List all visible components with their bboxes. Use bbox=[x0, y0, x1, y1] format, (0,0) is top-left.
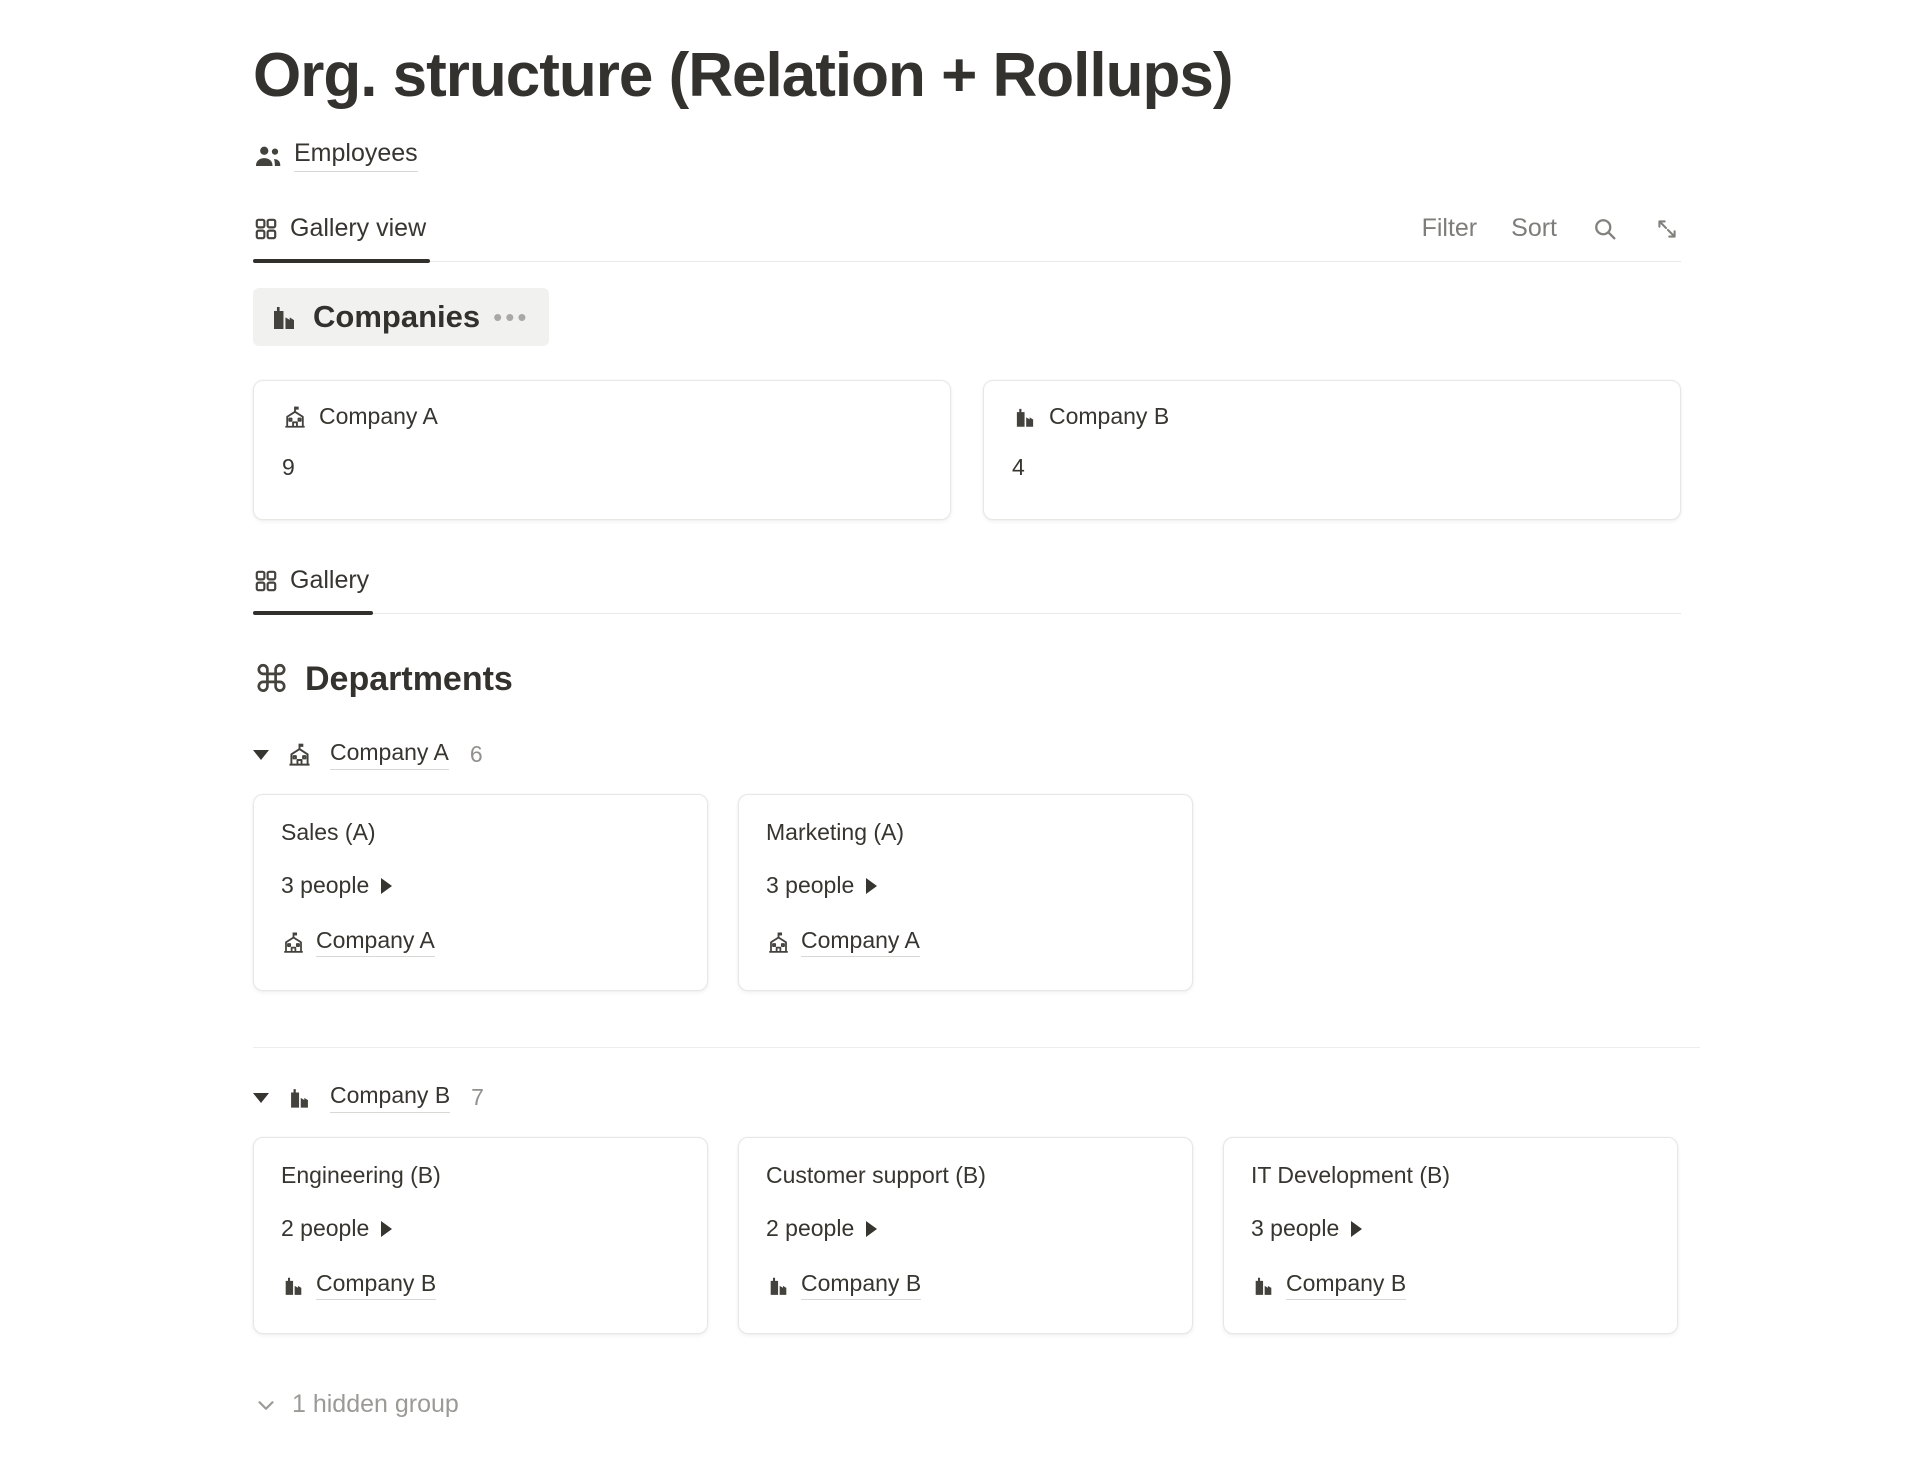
department-card-row-b: Engineering (B) 2 people Company B Custo… bbox=[253, 1137, 1681, 1335]
collapse-toggle-icon[interactable] bbox=[253, 749, 269, 760]
company-relation-link[interactable]: Company B bbox=[316, 1270, 437, 1301]
company-relation-link[interactable]: Company B bbox=[1286, 1270, 1407, 1301]
filter-button[interactable]: Filter bbox=[1421, 214, 1478, 243]
department-title: Sales (A) bbox=[281, 819, 376, 846]
active-tab-indicator bbox=[253, 259, 431, 264]
department-title: IT Development (B) bbox=[1251, 1162, 1450, 1189]
gallery-grid-icon bbox=[253, 216, 279, 242]
companies-section-title: Companies bbox=[313, 299, 481, 335]
group-count: 7 bbox=[471, 1084, 484, 1111]
buildings-icon bbox=[1012, 404, 1038, 430]
expand-people-icon[interactable] bbox=[866, 877, 878, 894]
source-database-row: Employees bbox=[253, 139, 1681, 173]
tab-gallery-view[interactable]: Gallery view bbox=[253, 208, 431, 264]
tab-gallery[interactable]: Gallery bbox=[253, 560, 374, 616]
department-title: Customer support (B) bbox=[766, 1162, 986, 1189]
group-header-company-b: Company B 7 bbox=[253, 1082, 1681, 1114]
school-building-icon bbox=[286, 741, 313, 768]
company-card-a[interactable]: Company A 9 bbox=[253, 380, 951, 521]
tab-gallery-view-label: Gallery view bbox=[290, 214, 427, 243]
expand-people-icon[interactable] bbox=[381, 877, 393, 894]
group-header-company-a: Company A 6 bbox=[253, 739, 1681, 771]
expand-people-icon[interactable] bbox=[866, 1220, 878, 1237]
expand-icon[interactable] bbox=[1653, 215, 1681, 243]
departments-section-header: ⌘ Departments bbox=[253, 660, 1681, 699]
tab-gallery-label: Gallery bbox=[290, 566, 370, 595]
companies-card-row: Company A 9 Company B 4 bbox=[253, 380, 1681, 521]
gallery-grid-icon bbox=[253, 568, 279, 594]
expand-people-icon[interactable] bbox=[381, 1220, 393, 1237]
department-card-row-a: Sales (A) 3 people Company A Marketing bbox=[253, 794, 1681, 992]
people-rollup: 3 people bbox=[766, 872, 855, 899]
gallery-subtab-row: Gallery bbox=[253, 560, 1681, 616]
chevron-down-icon bbox=[253, 1392, 279, 1418]
buildings-icon bbox=[286, 1084, 313, 1111]
people-icon bbox=[253, 141, 283, 171]
people-rollup: 2 people bbox=[281, 1215, 370, 1242]
company-rollup-count: 9 bbox=[282, 454, 295, 481]
school-building-icon bbox=[281, 930, 306, 955]
buildings-icon bbox=[1251, 1273, 1276, 1298]
department-card-engineering-b[interactable]: Engineering (B) 2 people Company B bbox=[253, 1137, 708, 1335]
department-card-sales-a[interactable]: Sales (A) 3 people Company A bbox=[253, 794, 708, 992]
source-database-link[interactable]: Employees bbox=[294, 139, 418, 173]
toolbar-controls: Filter Sort bbox=[1422, 214, 1681, 261]
company-relation-link[interactable]: Company A bbox=[801, 927, 920, 958]
view-toolbar: Gallery view Filter Sort bbox=[253, 208, 1681, 264]
department-card-marketing-a[interactable]: Marketing (A) 3 people Company A bbox=[738, 794, 1193, 992]
expand-people-icon[interactable] bbox=[1351, 1220, 1363, 1237]
command-icon: ⌘ bbox=[253, 659, 290, 701]
page-title: Org. structure (Relation + Rollups) bbox=[253, 41, 1234, 110]
group-link[interactable]: Company B bbox=[330, 1082, 451, 1114]
group-link[interactable]: Company A bbox=[330, 739, 449, 771]
hidden-group-label: 1 hidden group bbox=[292, 1390, 459, 1419]
buildings-icon bbox=[268, 301, 300, 333]
school-building-icon bbox=[766, 930, 791, 955]
people-rollup: 3 people bbox=[281, 872, 370, 899]
group-divider bbox=[253, 1047, 1700, 1049]
companies-menu-button[interactable]: ••• bbox=[493, 301, 530, 332]
page-content: Org. structure (Relation + Rollups) Empl… bbox=[253, 0, 1700, 1419]
company-card-title: Company B bbox=[1049, 403, 1170, 430]
people-rollup: 3 people bbox=[1251, 1215, 1340, 1242]
department-card-customer-support-b[interactable]: Customer support (B) 2 people Company B bbox=[738, 1137, 1193, 1335]
active-tab-indicator bbox=[253, 611, 374, 616]
buildings-icon bbox=[766, 1273, 791, 1298]
department-title: Marketing (A) bbox=[766, 819, 905, 846]
collapse-toggle-icon[interactable] bbox=[253, 1092, 269, 1103]
sort-button[interactable]: Sort bbox=[1511, 214, 1557, 243]
hidden-group-toggle[interactable]: 1 hidden group bbox=[253, 1390, 1681, 1419]
people-rollup: 2 people bbox=[766, 1215, 855, 1242]
group-count: 6 bbox=[469, 741, 483, 768]
company-relation-link[interactable]: Company A bbox=[316, 927, 435, 958]
department-title: Engineering (B) bbox=[281, 1162, 441, 1189]
company-card-title: Company A bbox=[319, 403, 438, 430]
company-card-b[interactable]: Company B 4 bbox=[983, 380, 1681, 521]
department-card-it-development-b[interactable]: IT Development (B) 3 people Company B bbox=[1223, 1137, 1678, 1335]
buildings-icon bbox=[281, 1273, 306, 1298]
departments-section-title: Departments bbox=[305, 660, 513, 699]
school-building-icon bbox=[282, 404, 308, 430]
search-icon[interactable] bbox=[1591, 215, 1619, 243]
company-relation-link[interactable]: Company B bbox=[801, 1270, 922, 1301]
company-rollup-count: 4 bbox=[1012, 454, 1025, 481]
companies-section-header[interactable]: Companies ••• bbox=[253, 288, 550, 347]
